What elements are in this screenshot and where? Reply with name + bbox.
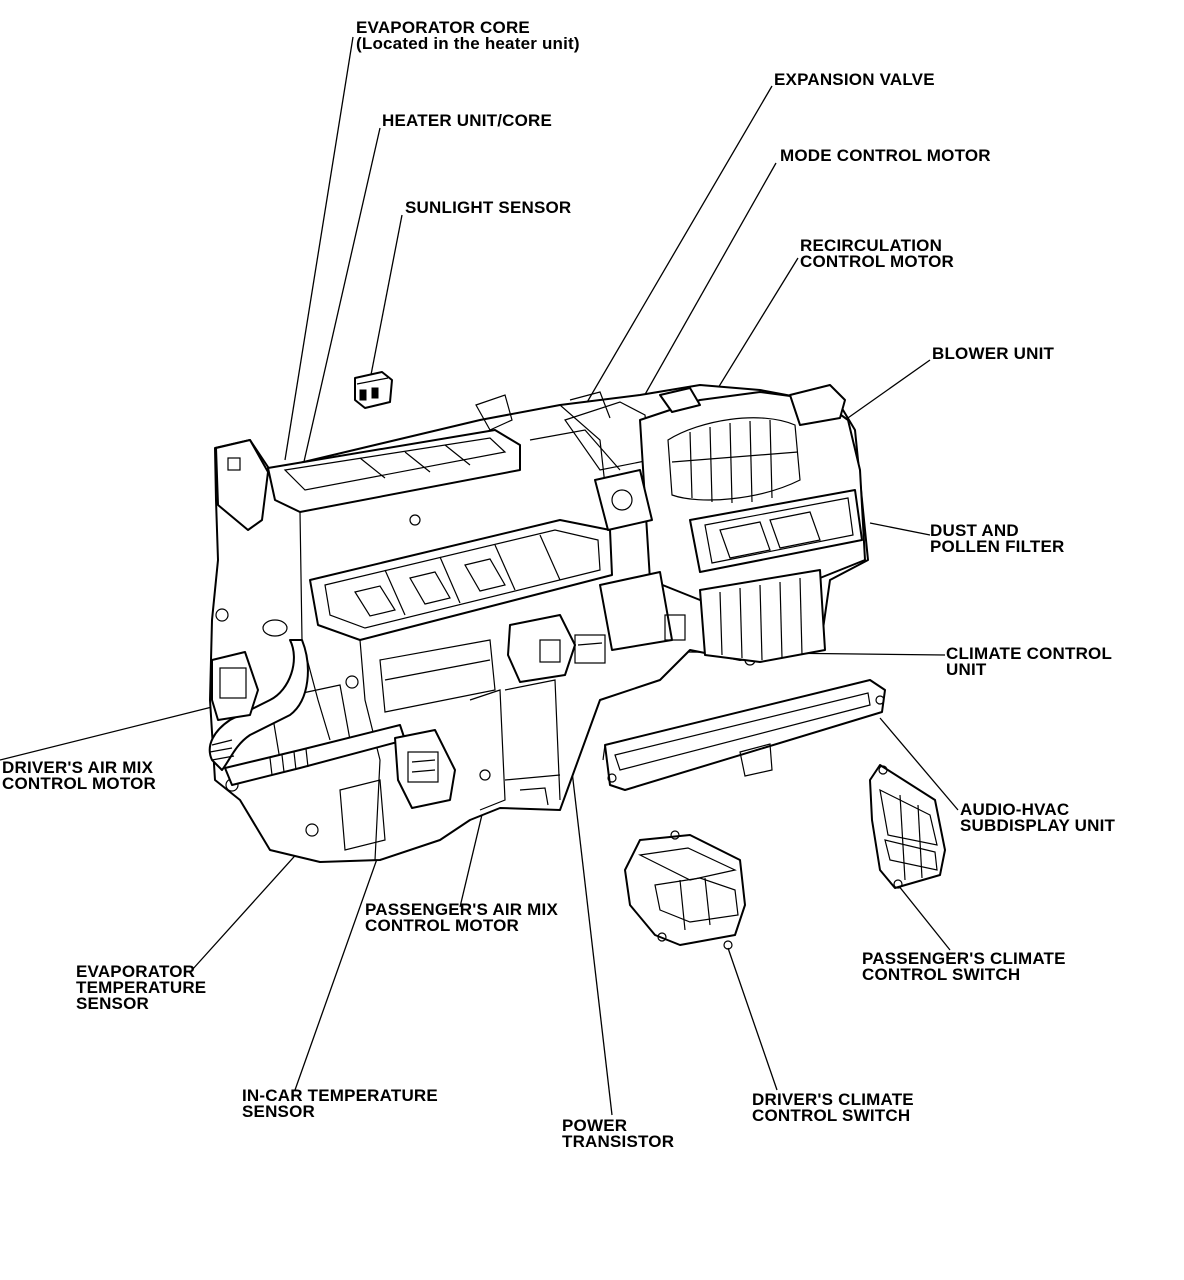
label-line: CONTROL MOTOR	[800, 252, 955, 271]
label-drivers-air-mix: DRIVER'S AIR MIX CONTROL MOTOR	[2, 758, 157, 793]
label-line: EVAPORATOR	[76, 962, 196, 981]
label-dust-pollen-filter: DUST AND POLLEN FILTER	[930, 521, 1065, 556]
label-line: RECIRCULATION	[800, 236, 943, 255]
label-blower-unit: BLOWER UNIT	[932, 344, 1055, 363]
audio-hvac-subdisplay-part	[602, 679, 886, 791]
label-line: HEATER UNIT/CORE	[382, 111, 553, 130]
label-recirculation-control-motor: RECIRCULATION CONTROL MOTOR	[800, 236, 955, 271]
label-line: TEMPERATURE	[76, 978, 207, 997]
label-audio-hvac-subdisplay: AUDIO-HVAC SUBDISPLAY UNIT	[960, 800, 1116, 835]
label-expansion-valve: EXPANSION VALVE	[774, 70, 935, 89]
label-line: EXPANSION VALVE	[774, 70, 935, 89]
blower-unit-part	[594, 384, 866, 663]
label-line: DRIVER'S CLIMATE	[752, 1090, 914, 1109]
driver-climate-switch-part	[624, 830, 746, 950]
label-mode-control-motor: MODE CONTROL MOTOR	[780, 146, 991, 165]
label-line: SUBDISPLAY UNIT	[960, 816, 1116, 835]
label-line: SENSOR	[76, 994, 149, 1013]
label-line: IN-CAR TEMPERATURE	[242, 1086, 438, 1105]
label-line: CONTROL MOTOR	[2, 774, 157, 793]
label-line: (Located in the heater unit)	[356, 34, 580, 53]
label-line: CLIMATE CONTROL	[946, 644, 1113, 663]
label-line: POWER	[562, 1116, 628, 1135]
label-line: PASSENGER'S CLIMATE	[862, 949, 1066, 968]
label-in-car-temp-sensor: IN-CAR TEMPERATURE SENSOR	[242, 1086, 438, 1121]
label-line: POLLEN FILTER	[930, 537, 1065, 556]
label-line: TRANSISTOR	[562, 1132, 675, 1151]
label-evaporator-temp-sensor: EVAPORATOR TEMPERATURE SENSOR	[76, 962, 207, 1013]
label-line: UNIT	[946, 660, 987, 679]
passenger-air-mix-motor-part	[394, 729, 456, 809]
label-heater-unit: HEATER UNIT/CORE	[382, 111, 553, 130]
label-passengers-air-mix: PASSENGER'S AIR MIX CONTROL MOTOR	[365, 900, 558, 935]
power-transistor-part	[507, 614, 606, 683]
label-drivers-climate-switch: DRIVER'S CLIMATE CONTROL SWITCH	[752, 1090, 914, 1125]
label-line: SENSOR	[242, 1102, 315, 1121]
label-evaporator-core: EVAPORATOR CORE (Located in the heater u…	[356, 18, 580, 53]
label-line: CONTROL SWITCH	[862, 965, 1021, 984]
label-line: SUNLIGHT SENSOR	[405, 198, 572, 217]
label-line: CONTROL MOTOR	[365, 916, 520, 935]
label-line: EVAPORATOR CORE	[356, 18, 530, 37]
label-climate-control-unit: CLIMATE CONTROL UNIT	[946, 644, 1113, 679]
sunlight-sensor-part	[354, 371, 393, 409]
label-line: PASSENGER'S AIR MIX	[365, 900, 558, 919]
label-line: AUDIO-HVAC	[960, 800, 1070, 819]
label-line: CONTROL SWITCH	[752, 1106, 911, 1125]
label-line: BLOWER UNIT	[932, 344, 1055, 363]
passenger-climate-switch-part	[869, 764, 946, 889]
label-sunlight-sensor: SUNLIGHT SENSOR	[405, 198, 572, 217]
label-power-transistor: POWER TRANSISTOR	[562, 1116, 675, 1151]
driver-air-mix-motor-part	[211, 651, 259, 721]
label-line: DRIVER'S AIR MIX	[2, 758, 154, 777]
label-line: MODE CONTROL MOTOR	[780, 146, 991, 165]
label-line: DUST AND	[930, 521, 1019, 540]
label-passengers-climate-switch: PASSENGER'S CLIMATE CONTROL SWITCH	[862, 949, 1066, 984]
